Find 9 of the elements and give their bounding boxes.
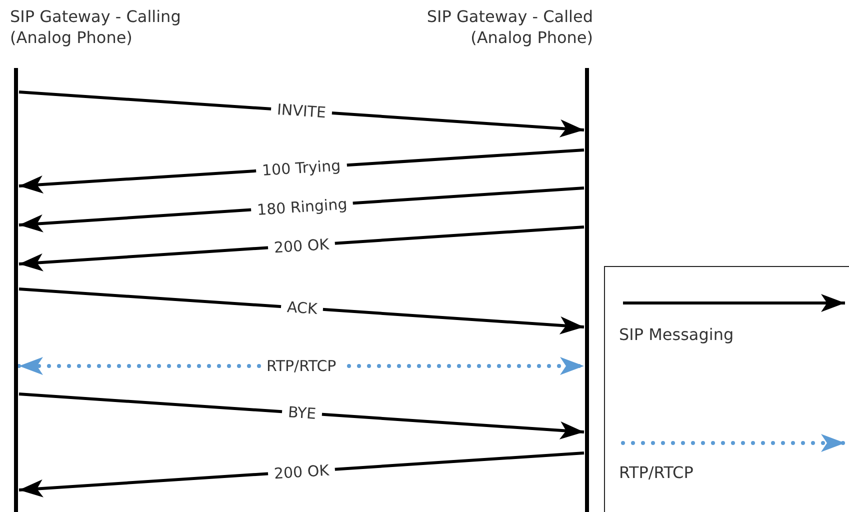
legend-label: SIP Messaging bbox=[619, 325, 734, 344]
arrow bbox=[18, 226, 584, 272]
legend-label: RTP/RTCP bbox=[619, 463, 694, 482]
arrow bbox=[18, 288, 584, 334]
arrow bbox=[18, 452, 584, 498]
arrow bbox=[18, 90, 584, 138]
participant-label: SIP Gateway - Called (Analog Phone) bbox=[426, 6, 593, 48]
participant-label: SIP Gateway - Calling (Analog Phone) bbox=[10, 6, 182, 48]
arrow bbox=[18, 392, 584, 440]
